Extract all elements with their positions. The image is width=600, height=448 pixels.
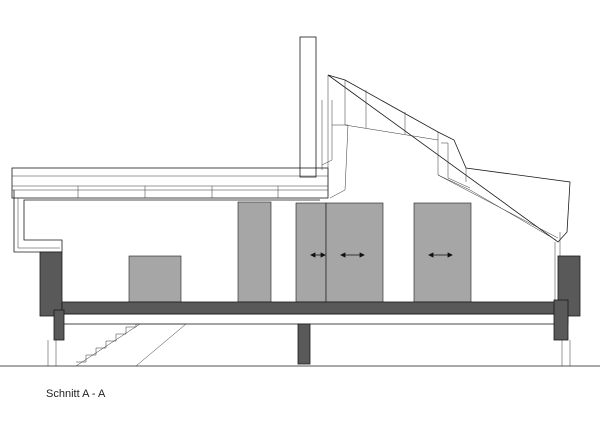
sliding-arrows xyxy=(310,252,453,258)
floor-structure xyxy=(39,251,581,366)
right-column xyxy=(553,299,569,341)
panel-2 xyxy=(295,202,327,303)
left-column xyxy=(53,309,65,341)
stairs xyxy=(75,323,187,367)
panel-4 xyxy=(413,202,472,303)
section-caption: Schnitt A - A xyxy=(46,388,106,400)
panel-3 xyxy=(325,202,384,303)
pitched-roof xyxy=(321,74,571,300)
left-pier xyxy=(39,251,63,317)
left-wall xyxy=(13,190,320,253)
floor-slab xyxy=(61,301,569,315)
box-low xyxy=(128,255,182,303)
chimney xyxy=(299,36,317,178)
slab-underside xyxy=(61,313,569,325)
flat-roof xyxy=(11,167,329,199)
interior-elements xyxy=(128,201,472,303)
panel-1 xyxy=(237,201,272,303)
center-column xyxy=(297,323,311,365)
